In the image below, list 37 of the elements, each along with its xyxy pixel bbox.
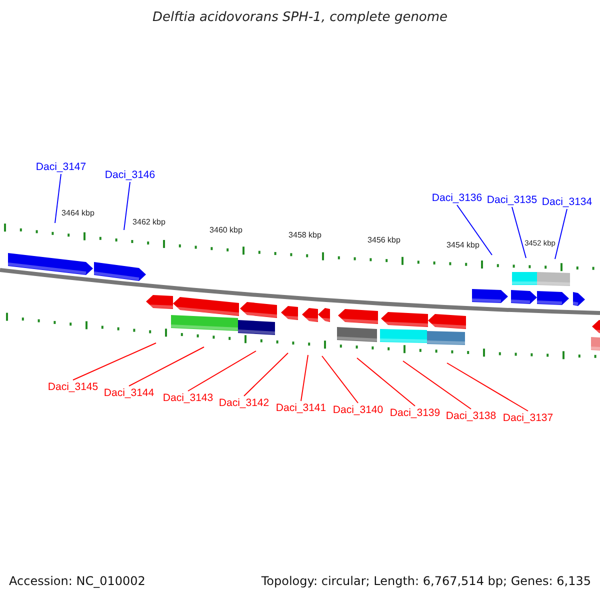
leader-line xyxy=(300,354,308,402)
gene-label: Daci_3147 xyxy=(36,161,86,173)
position-label: 3454 kbp xyxy=(446,240,480,250)
gene-label: Daci_3138 xyxy=(446,410,496,422)
leader-line xyxy=(402,360,472,410)
gene-label: Daci_3146 xyxy=(104,169,156,181)
leader-line xyxy=(456,204,492,256)
leader-line xyxy=(188,350,256,392)
gene-label: Daci_3136 xyxy=(432,192,482,204)
leader-line xyxy=(54,174,62,224)
leader-line xyxy=(512,206,526,258)
gene-label: Daci_3135 xyxy=(486,194,538,206)
gene-label: Daci_3134 xyxy=(542,196,592,208)
leader-line xyxy=(128,346,204,386)
position-label: 3462 kbp xyxy=(132,218,166,226)
gene-label: Daci_3142 xyxy=(218,397,270,409)
leader-line xyxy=(72,342,156,380)
footer-text: Accession: NC_010002 xyxy=(9,574,146,588)
gene-label: Daci_3144 xyxy=(104,387,154,399)
gene-label: Daci_3140 xyxy=(332,404,384,416)
leader-line xyxy=(446,362,528,412)
position-label: 3464 kbp xyxy=(62,208,94,218)
gene-label: Daci_3143 xyxy=(162,392,214,404)
gene-label: Daci_3141 xyxy=(276,402,326,414)
gene-label: Daci_3139 xyxy=(390,407,440,419)
leader-line xyxy=(244,352,288,396)
position-label: 3460 kbp xyxy=(210,226,242,234)
leader-line xyxy=(322,356,358,404)
gene-label: Daci_3145 xyxy=(48,381,98,393)
footer-text: Topology: circular; Length: 6,767,514 bp; Genes: 6,135 xyxy=(261,574,591,588)
leader-line xyxy=(124,182,130,230)
title: Delftia acidovorans SPH-1, complete genome xyxy=(151,10,449,25)
position-label: 3456 kbp xyxy=(368,236,400,244)
position-label: 3458 kbp xyxy=(288,230,322,240)
leader-line xyxy=(356,358,416,406)
leader-line xyxy=(554,208,568,260)
gene-label: Daci_3137 xyxy=(502,412,554,424)
